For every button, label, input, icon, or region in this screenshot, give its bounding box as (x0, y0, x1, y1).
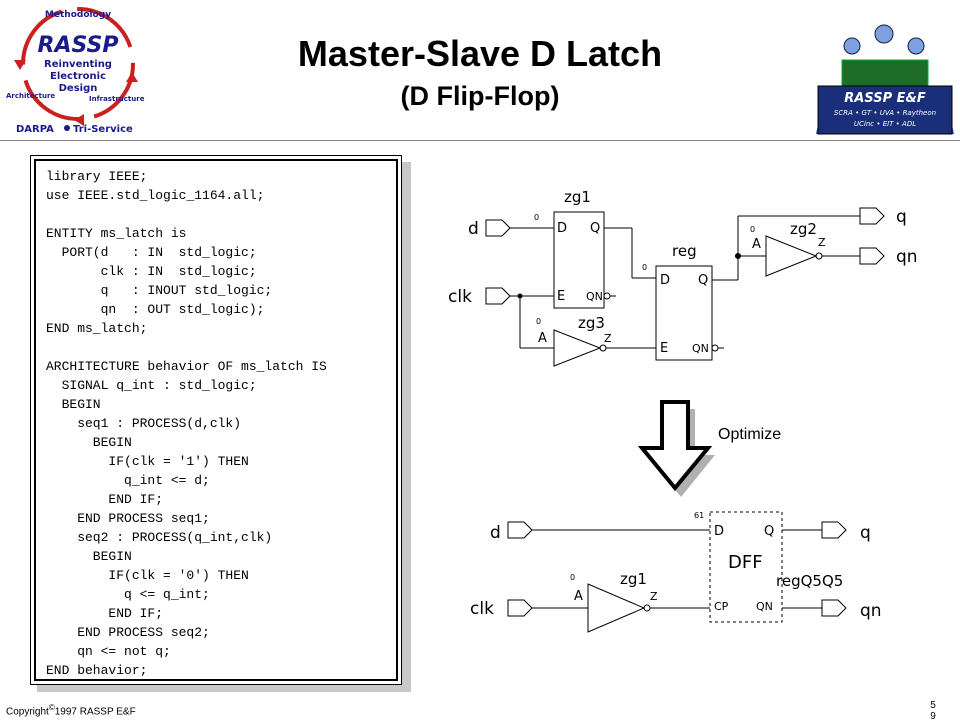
arrow-body (638, 400, 713, 492)
logo-reinventing: Reinventing (44, 59, 112, 70)
pin-z: Z (818, 236, 826, 249)
output-port-qn (859, 247, 885, 265)
label-reg: reg (672, 242, 697, 260)
latch-reg (655, 265, 713, 361)
label-dff: DFF (728, 552, 763, 573)
label-zg2: zg2 (790, 220, 817, 238)
logo-architecture: Architecture (6, 92, 55, 100)
copyright-symbol: © (48, 703, 55, 712)
inverter-zg3 (553, 329, 602, 367)
input-port-clk (507, 599, 533, 617)
tag-wire: 61 (694, 511, 704, 520)
pin-qn: QN (756, 600, 773, 613)
copyright-notice: Copyright©1997 RASSP E&F (6, 703, 136, 717)
label-qn: qn (896, 247, 918, 267)
label-zg3: zg3 (578, 314, 605, 332)
logo-arrow-bottom (74, 114, 84, 126)
logo-rassp: RASSP (38, 33, 119, 58)
inversion-bubble (603, 292, 611, 300)
label-instance: regQ5Q5 (776, 572, 843, 590)
code-box-inner-border: library IEEE; use IEEE.std_logic_1164.al… (34, 159, 398, 681)
vhdl-code-box: library IEEE; use IEEE.std_logic_1164.al… (30, 155, 402, 685)
pin-q: Q (698, 273, 708, 288)
input-port-clk (485, 287, 511, 305)
badge-title: RASSP E&F (844, 91, 926, 106)
pin-d: D (714, 524, 724, 539)
logo-arrow-left (14, 60, 26, 70)
pin-qn: QN (586, 290, 603, 303)
logo-methodology: Methodology (45, 10, 111, 20)
logo-tri-service: Tri-Service (73, 124, 133, 135)
logo-infrastructure: Infrastructure (89, 95, 145, 103)
pin-d: D (557, 221, 567, 236)
inverter-zg2 (765, 235, 818, 277)
header-divider (0, 140, 960, 141)
latch-zg1 (553, 211, 605, 309)
schematic-optimized: d 61 clk 0 A zg1 Z D Q DFF CP QN regQ5Q5… (470, 511, 882, 633)
copyright-text: 1997 RASSP E&F (54, 706, 136, 718)
logo-bullet (64, 125, 70, 131)
tag-zero: 0 (536, 317, 541, 326)
badge-platform (841, 59, 929, 87)
output-port-q (821, 521, 847, 539)
copyright-prefix: Copyright (6, 706, 49, 718)
inversion-bubble (711, 344, 719, 352)
pin-z: Z (650, 590, 658, 603)
tag-zero: 0 (642, 263, 647, 272)
label-d: d (490, 523, 501, 543)
tag-zero: 0 (750, 225, 755, 234)
label-q: q (896, 207, 907, 227)
vhdl-code: library IEEE; use IEEE.std_logic_1164.al… (46, 169, 327, 678)
badge-line1: SCRA • GT • UVA • Raytheon (834, 109, 936, 117)
page-number: 59 (930, 700, 936, 722)
output-port-q (859, 207, 885, 225)
badge-dish-icon (874, 24, 894, 44)
pin-cp: CP (714, 600, 729, 613)
junction-dot (517, 293, 523, 299)
optimize-arrow-icon (638, 400, 715, 497)
schematic-original: d 0 clk zg1 D Q E QN 0 0 A zg3 Z reg D Q… (448, 188, 918, 367)
label-d: d (468, 219, 479, 239)
pin-a: A (538, 331, 547, 346)
badge-line2: UCinc • EIT • ADL (854, 120, 916, 128)
page-subtitle: (D Flip-Flop) (400, 81, 560, 111)
badge-banner (817, 85, 953, 135)
junction-dot (735, 253, 741, 259)
optimize-label: Optimize (718, 426, 782, 443)
pin-q: Q (590, 221, 600, 236)
logo-darpa: DARPA (16, 124, 54, 135)
rassp-ef-badge: RASSP E&F SCRA • GT • UVA • Raytheon UCi… (816, 24, 954, 135)
pin-q: Q (764, 524, 774, 539)
page-title: Master-Slave D Latch (297, 33, 663, 74)
label-q: q (860, 523, 871, 543)
pin-d: D (660, 273, 670, 288)
input-port-d (507, 521, 533, 539)
pin-a: A (752, 237, 761, 252)
logo-arrow-right (126, 72, 138, 82)
pin-e: E (660, 341, 668, 356)
inverter-zg1 (587, 583, 646, 633)
pin-a: A (574, 589, 583, 604)
label-clk: clk (470, 599, 494, 619)
label-qn: qn (860, 601, 882, 621)
logo-design: Design (59, 83, 98, 94)
pin-z: Z (604, 332, 612, 345)
tag-zero: 0 (570, 573, 575, 582)
rassp-logo: Methodology RASSP Reinventing Electronic… (6, 7, 145, 135)
input-port-d (485, 219, 511, 237)
label-zg1: zg1 (564, 188, 591, 206)
pin-qn: QN (692, 342, 709, 355)
pin-e: E (557, 289, 565, 304)
label-zg1: zg1 (620, 570, 647, 588)
logo-electronic: Electronic (50, 71, 106, 82)
badge-dish-icon (907, 37, 925, 55)
badge-dish-icon (843, 37, 861, 55)
dff-register (709, 511, 783, 623)
label-clk: clk (448, 287, 472, 307)
output-port-qn (821, 599, 847, 617)
tag-zero: 0 (534, 213, 539, 222)
